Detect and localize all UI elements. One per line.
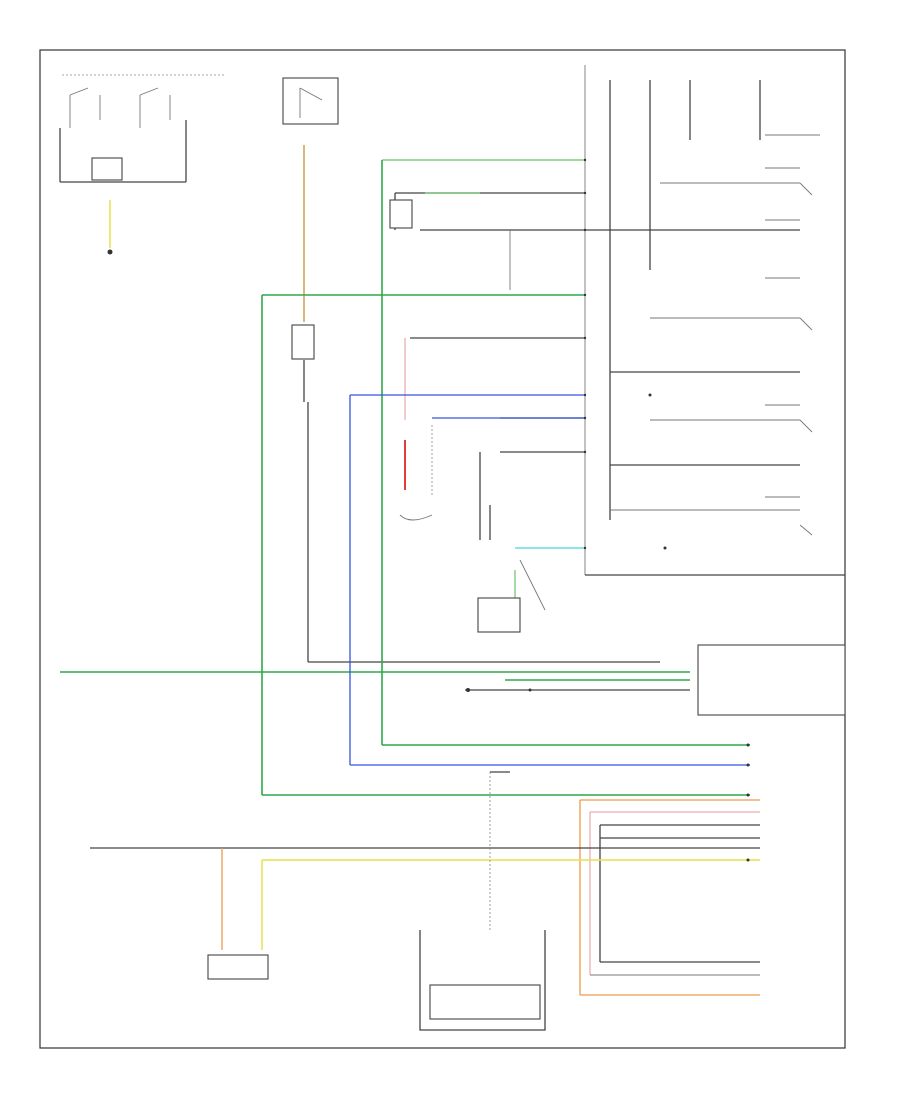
control-module [429, 984, 541, 1020]
pressure-sensor [207, 954, 269, 980]
relay-control-block [584, 65, 845, 576]
lower-components [207, 930, 546, 1031]
connector-block [465, 644, 846, 716]
fuse-feed [282, 77, 660, 663]
relay-box [91, 157, 123, 181]
green-feed-loops [60, 160, 750, 796]
evaporator-sensor [477, 597, 521, 633]
blower-module [291, 324, 315, 360]
blue-sensor-wires [349, 394, 750, 766]
lower-harness [90, 743, 760, 996]
hvac-connector [697, 644, 846, 716]
terminal-ticks [583, 158, 587, 550]
top-left-switch-cluster [59, 74, 225, 255]
module-harness [382, 159, 705, 549]
diagram-frame [39, 49, 846, 1049]
compressor-clutch [389, 199, 413, 229]
temperature-sensors [399, 425, 546, 633]
fuse-block [282, 77, 339, 125]
